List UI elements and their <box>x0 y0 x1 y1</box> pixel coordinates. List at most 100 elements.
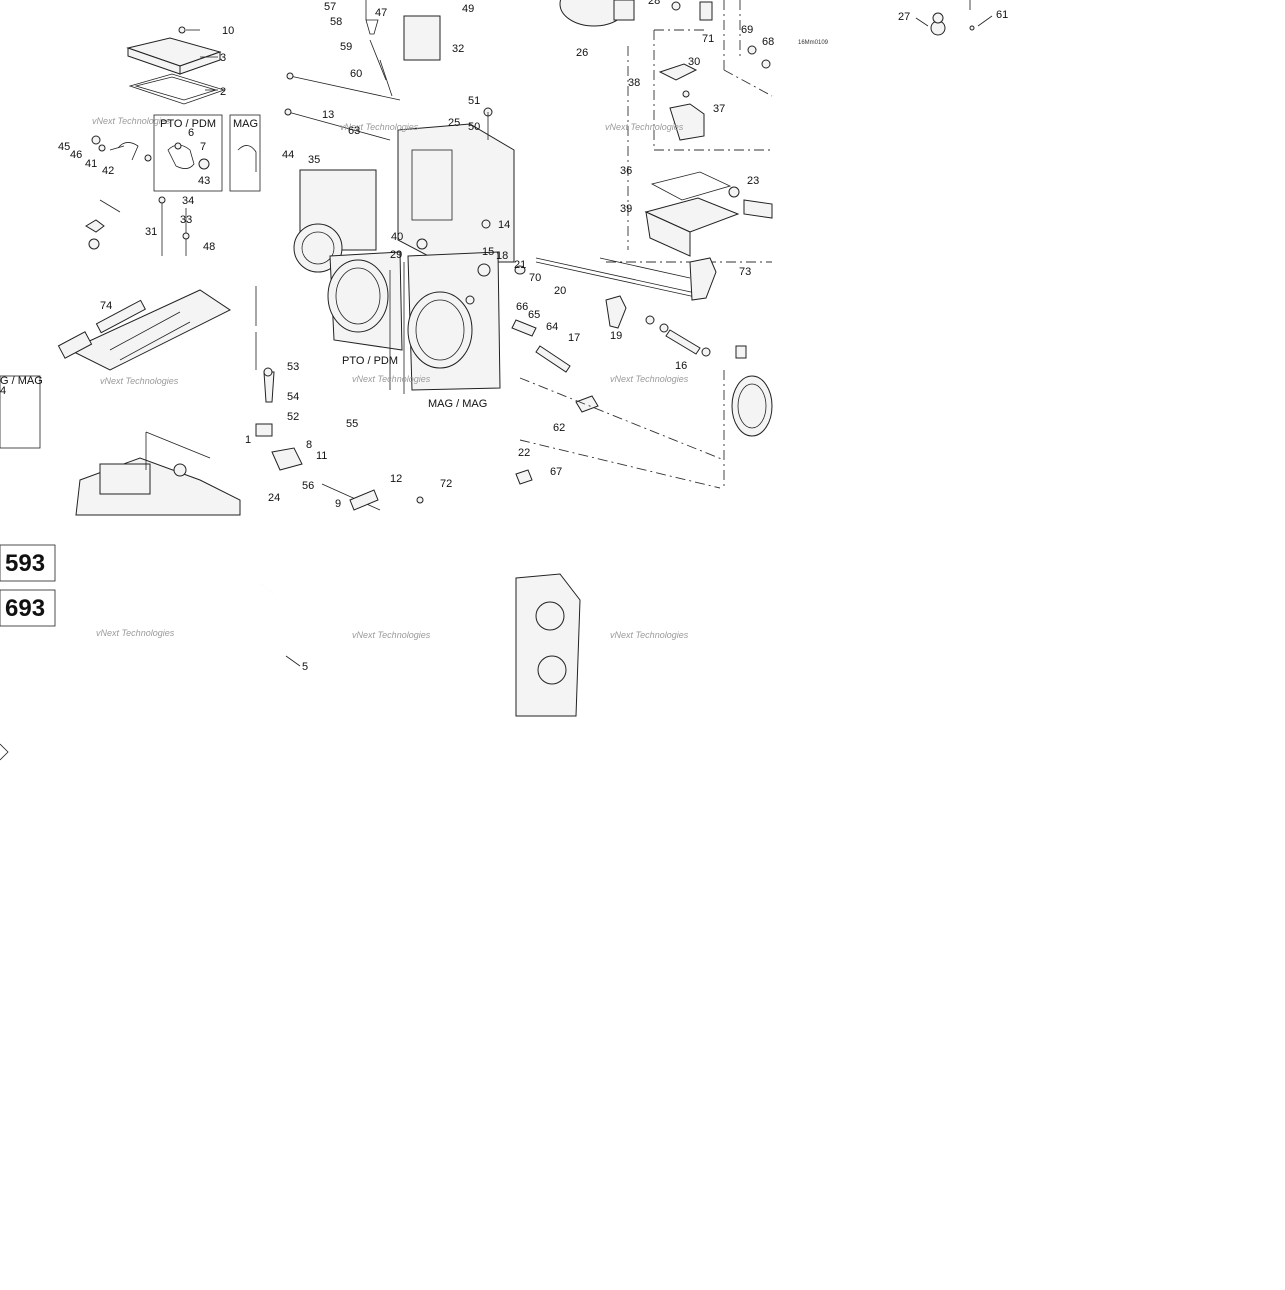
callout: 13 <box>322 109 334 121</box>
callout: 72 <box>440 478 452 490</box>
callout: 44 <box>282 149 294 161</box>
callout: 48 <box>203 241 215 253</box>
callout: 28 <box>648 0 660 7</box>
callout: 51 <box>468 95 480 107</box>
callout: 57 <box>324 1 336 13</box>
pto-box <box>153 114 223 192</box>
cover-assembly <box>126 26 226 105</box>
callout: 37 <box>713 103 725 115</box>
callout: 38 <box>628 77 640 89</box>
callout: 6 <box>188 127 194 139</box>
carb-body-upper <box>284 0 515 273</box>
callout: 1 <box>245 434 251 446</box>
callout: 42 <box>102 165 114 177</box>
callout: 15 <box>482 246 494 258</box>
callout: 32 <box>452 43 464 55</box>
watermarks: vNext Technologies vNext Technologies vN… <box>92 116 689 640</box>
callout: 69 <box>741 24 753 36</box>
model-593: 593 <box>5 550 45 577</box>
lower-carb-body <box>75 367 424 516</box>
tool-kit <box>0 286 257 449</box>
callout: 66 <box>516 301 528 313</box>
callout: 12 <box>390 473 402 485</box>
watermark: vNext Technologies <box>605 122 684 132</box>
callout: 61 <box>996 9 1008 21</box>
callout: 23 <box>747 175 759 187</box>
watermark: vNext Technologies <box>92 116 171 126</box>
side-labels: PTO / PDM MAG PTO / PDM MAG / MAG G / MA… <box>0 118 487 410</box>
mag-mag-label: MAG / MAG <box>428 398 487 410</box>
callout: 31 <box>145 226 157 238</box>
callout: 26 <box>576 47 588 59</box>
float-chamber-area <box>559 0 773 263</box>
pto-pdm-label: PTO / PDM <box>342 355 398 367</box>
callout: 27 <box>898 11 910 23</box>
watermark: vNext Technologies <box>340 122 419 132</box>
watermark: vNext Technologies <box>610 374 689 384</box>
model-693: 693 <box>5 595 45 622</box>
callout: 55 <box>346 418 358 430</box>
callout: 56 <box>302 480 314 492</box>
callout: 43 <box>198 175 210 187</box>
callout: 39 <box>620 203 632 215</box>
far-right-parts <box>915 0 993 36</box>
callout: 47 <box>375 7 387 19</box>
callout: 20 <box>554 285 566 297</box>
watermark: vNext Technologies <box>352 630 431 640</box>
callout: 19 <box>610 330 622 342</box>
small-parts-left <box>85 135 190 256</box>
callout: 68 <box>762 36 774 48</box>
callout: 14 <box>498 219 510 231</box>
watermark: vNext Technologies <box>352 374 431 384</box>
callout: 67 <box>550 466 562 478</box>
watermark: vNext Technologies <box>100 376 179 386</box>
callout: 53 <box>287 361 299 373</box>
callout: 25 <box>448 117 460 129</box>
callout: 30 <box>688 56 700 68</box>
callout: 33 <box>180 214 192 226</box>
callout: 17 <box>568 332 580 344</box>
callout: 18 <box>496 250 508 262</box>
g-mag-label: G / MAG <box>0 375 43 387</box>
callout: 34 <box>182 195 194 207</box>
callout: 50 <box>468 121 480 133</box>
callout: 58 <box>330 16 342 28</box>
image-reference: 16Mm0109 <box>798 40 829 46</box>
callout: 10 <box>222 25 234 37</box>
mag-box <box>229 114 261 192</box>
callout: 29 <box>390 249 402 261</box>
callout: 3 <box>220 52 226 64</box>
callout: 62 <box>553 422 565 434</box>
callout: 64 <box>546 321 558 333</box>
callout: 70 <box>529 272 541 284</box>
callouts: 10 3 2 57 58 59 60 47 49 32 13 63 51 25 … <box>0 0 1008 673</box>
callout: 21 <box>514 259 526 271</box>
pto-pdm-label: PTO / PDM <box>160 118 216 130</box>
callout: 60 <box>350 68 362 80</box>
callout: 24 <box>268 492 280 504</box>
callout: 49 <box>462 3 474 15</box>
callout: 2 <box>220 86 226 98</box>
callout: 35 <box>308 154 320 166</box>
callout: 52 <box>287 411 299 423</box>
callout: 9 <box>335 498 341 510</box>
callout: 63 <box>348 125 360 137</box>
callout: 22 <box>518 447 530 459</box>
callout: 71 <box>702 33 714 45</box>
callout: 4 <box>0 385 6 397</box>
callout: 40 <box>391 231 403 243</box>
callout: 46 <box>70 149 82 161</box>
callout: 7 <box>200 141 206 153</box>
callout: 41 <box>85 158 97 170</box>
callout: 5 <box>302 661 308 673</box>
callout: 8 <box>306 439 312 451</box>
callout: 54 <box>287 391 299 403</box>
callout: 45 <box>58 141 70 153</box>
callout: 11 <box>316 450 327 462</box>
callout: 16 <box>675 360 687 372</box>
callout: 73 <box>739 266 751 278</box>
callout: 65 <box>528 309 540 321</box>
twin-carb-assembly <box>327 251 501 394</box>
